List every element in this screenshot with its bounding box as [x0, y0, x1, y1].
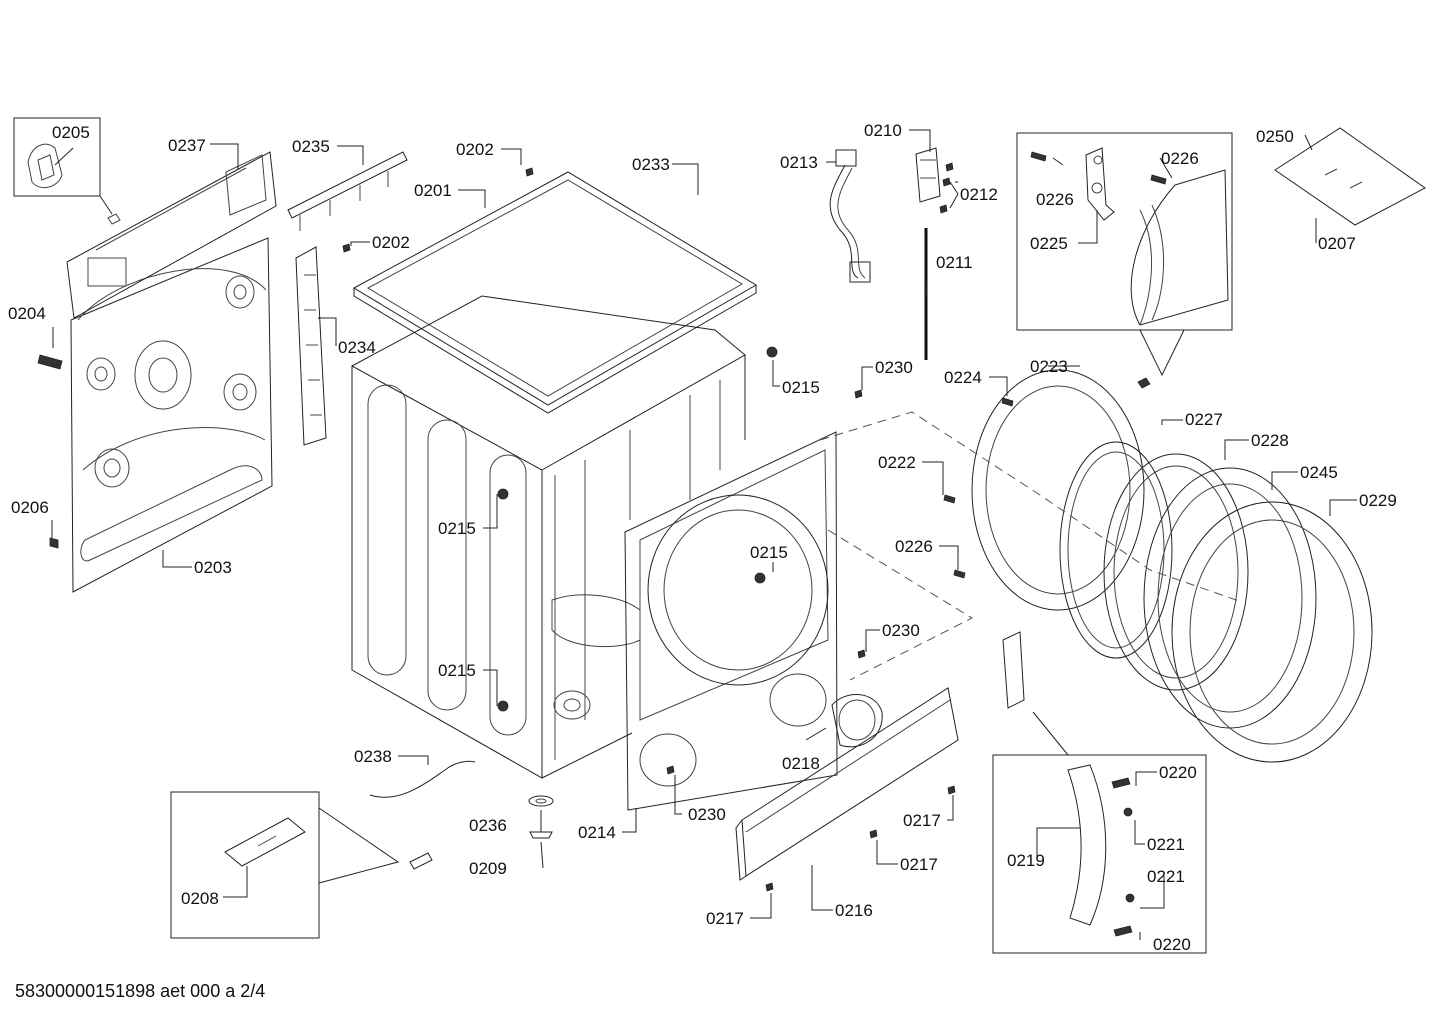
door-lock: [915, 147, 941, 203]
callout-label: 0215: [750, 543, 788, 562]
callout-label: 0203: [194, 558, 232, 577]
callout-label: 0216: [835, 901, 873, 920]
door-assembly: [971, 369, 1373, 763]
top-rail-rear: [287, 151, 408, 231]
callout-label: 0223: [1030, 357, 1068, 376]
callout-label: 0229: [1359, 491, 1397, 510]
callout-label: 0230: [882, 621, 920, 640]
callout-label: 0236: [469, 816, 507, 835]
callout-label: 0204: [8, 304, 46, 323]
callout-label: 0221: [1147, 867, 1185, 886]
callout-label: 0202: [456, 140, 494, 159]
callout-label: 0214: [578, 823, 616, 842]
parts-drawing: [13, 117, 1426, 954]
side-strip: [295, 246, 327, 446]
callout-label: 0205: [52, 123, 90, 142]
callout-label: 0207: [1318, 234, 1356, 253]
front-panel: [624, 431, 838, 811]
callout-label: 0227: [1185, 410, 1223, 429]
inset-box-door-lock: [1016, 132, 1233, 331]
callout-label: 0238: [354, 747, 392, 766]
callout-label: 0230: [688, 805, 726, 824]
callout-label: 0206: [11, 498, 49, 517]
callout-label: 0215: [438, 519, 476, 538]
callout-label: 0202: [372, 233, 410, 252]
callout-label: 0217: [900, 855, 938, 874]
rear-rail: [66, 151, 277, 319]
document-reference: 58300000151898 aet 000 a 2/4: [15, 981, 266, 1001]
callout-labels: 0205 0237 0235 0202 0201 0233 0213 0210 …: [8, 121, 1397, 954]
door-lock-detail: [1085, 147, 1229, 326]
callout-label: 0237: [168, 136, 206, 155]
callout-label: 0228: [1251, 431, 1289, 450]
callout-label: 0217: [706, 909, 744, 928]
callout-label: 0209: [469, 859, 507, 878]
callout-label: 0219: [1007, 851, 1045, 870]
callout-label: 0210: [864, 121, 902, 140]
callout-label: 0224: [944, 368, 982, 387]
callout-label: 0225: [1030, 234, 1068, 253]
callout-label: 0211: [936, 253, 973, 272]
callout-label: 0221: [1147, 835, 1185, 854]
callout-label: 0217: [903, 811, 941, 830]
callout-label: 0208: [181, 889, 219, 908]
callout-label: 0245: [1300, 463, 1338, 482]
callout-label: 0213: [780, 153, 818, 172]
leader-lines: [51, 129, 1357, 940]
rear-panel: [70, 237, 273, 593]
inset-box-hinge: [992, 754, 1207, 954]
callout-label: 0226: [895, 537, 933, 556]
callout-label: 0215: [438, 661, 476, 680]
accessory-bag: [1274, 127, 1426, 226]
inset-box-plate: [170, 791, 320, 939]
inset-box-hinge-detail: [13, 117, 101, 197]
callout-label: 0220: [1159, 763, 1197, 782]
callout-label: 0233: [632, 155, 670, 174]
callout-label: 0226: [1036, 190, 1074, 209]
callout-label: 0201: [414, 181, 452, 200]
callout-label: 0234: [338, 338, 376, 357]
cabinet-lid: [352, 171, 757, 414]
callout-label: 0212: [960, 185, 998, 204]
callout-label: 0222: [878, 453, 916, 472]
callout-label: 0215: [782, 378, 820, 397]
callout-label: 0230: [875, 358, 913, 377]
callout-label: 0218: [782, 754, 820, 773]
service-cover: [735, 687, 959, 881]
cabinet-body: [351, 295, 746, 779]
callout-label: 0220: [1153, 935, 1191, 954]
callout-label: 0250: [1256, 127, 1294, 146]
callout-label: 0235: [292, 137, 330, 156]
callout-label: 0226: [1161, 149, 1199, 168]
